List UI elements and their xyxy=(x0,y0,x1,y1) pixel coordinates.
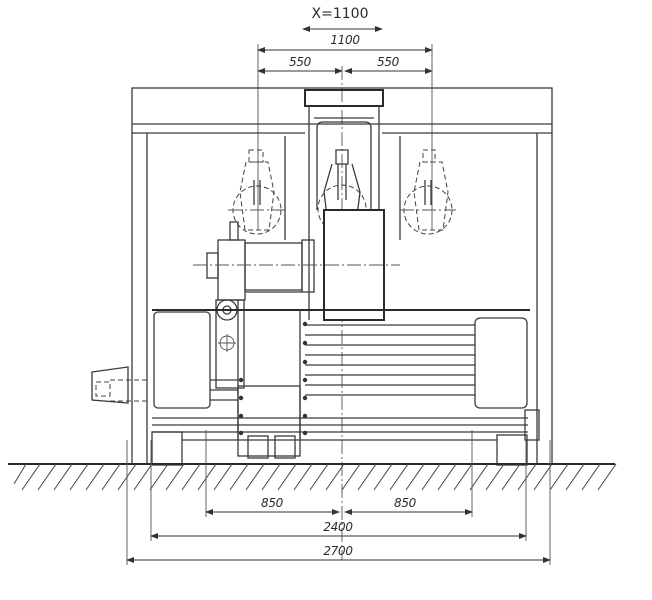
tool-left xyxy=(228,149,286,235)
tool-center xyxy=(317,149,385,321)
dim-bottom-left-offset: 850 xyxy=(260,496,284,510)
ground xyxy=(8,463,617,491)
x-travel-label: X=1100 xyxy=(311,6,369,22)
dim-top-left-half: 550 xyxy=(288,55,312,69)
side-motor xyxy=(91,366,150,404)
dim-top-right-half: 550 xyxy=(376,55,400,69)
dim-inner-width: 2400 xyxy=(323,520,353,534)
tool-right xyxy=(400,149,456,235)
left-housing xyxy=(215,299,245,389)
machine-bed xyxy=(151,300,540,466)
guide-rails xyxy=(210,321,475,436)
dim-bottom-right-offset: 850 xyxy=(393,496,417,510)
gantry-frame xyxy=(131,87,553,465)
dim-overall-width: 2700 xyxy=(323,544,353,558)
dim-top-overall: 1100 xyxy=(330,33,360,47)
bottom-dimension-lines xyxy=(126,430,551,565)
